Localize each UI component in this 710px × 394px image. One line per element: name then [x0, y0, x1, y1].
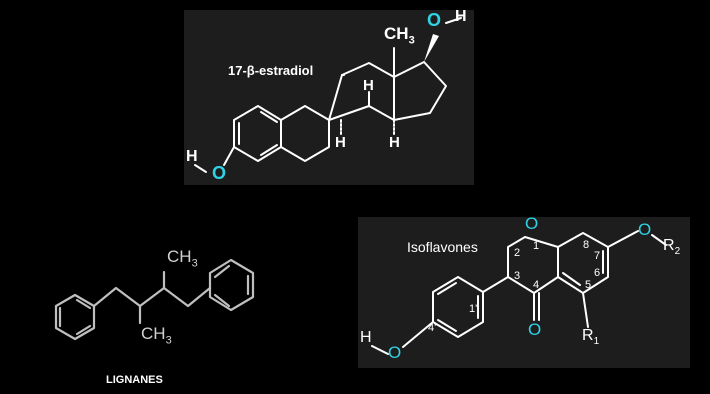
- phenol-bond: [223, 146, 235, 166]
- position-8: 8: [583, 239, 590, 251]
- position-5: 5: [585, 279, 592, 291]
- isoflavone-structure: [371, 230, 667, 355]
- ring-d: [393, 61, 447, 121]
- phenol-h-bond: [194, 164, 207, 173]
- position-4: 4: [533, 279, 540, 291]
- left-phenyl-ring: [54, 293, 96, 341]
- estradiol-title: 17-β-estradiol: [228, 63, 314, 78]
- lignane-methyl-top: CH3: [167, 247, 198, 270]
- estradiol-h-14: H: [389, 134, 400, 151]
- b-ring-oh-bond: [402, 321, 434, 348]
- estradiol-h-9: H: [335, 134, 346, 151]
- estradiol-panel: 17-β-estradiol CH3 O H O H H H H: [184, 8, 474, 185]
- position-1-prime: 1': [469, 303, 478, 315]
- estradiol-phenol-oxygen: O: [212, 163, 227, 183]
- isoflavones-title: Isoflavones: [407, 239, 478, 255]
- oh-wedge: [424, 34, 439, 62]
- isoflavone-panel: Isoflavones O O O O H R2 R1 1 2 3 4 5 6 …: [358, 214, 690, 368]
- isoflavone-r1-label: R1: [582, 327, 600, 348]
- estradiol-phenol-hydrogen: H: [186, 148, 198, 165]
- b-ring-link: [482, 276, 509, 293]
- estradiol-methyl-label: CH3: [384, 24, 415, 47]
- position-1: 1: [533, 240, 540, 252]
- lignane-panel: CH3 CH3 LIGNANES: [0, 215, 320, 394]
- estradiol-h-8: H: [363, 77, 374, 94]
- right-phenyl-ring: [208, 258, 255, 312]
- ring-c: [328, 62, 395, 121]
- position-4-prime: 4': [428, 322, 437, 334]
- position-2: 2: [514, 247, 521, 259]
- ring-b: [280, 105, 330, 162]
- position-6: 6: [594, 267, 601, 279]
- position-7: 7: [594, 250, 601, 262]
- isoflavone-ether-oxygen: O: [638, 220, 652, 239]
- isoflavone-carbonyl-oxygen: O: [528, 320, 542, 339]
- ether-bond: [607, 230, 639, 248]
- estradiol-structure: [194, 17, 462, 173]
- benzo-ring: [557, 232, 609, 294]
- ring-a-double-3: [260, 144, 278, 156]
- estradiol-hydroxyl-oxygen: O: [427, 10, 442, 30]
- lignane-structure: [54, 258, 255, 341]
- position-3: 3: [514, 270, 521, 282]
- isoflavone-hydroxyl-hydrogen: H: [360, 329, 372, 346]
- estradiol-hydroxyl-hydrogen: H: [455, 8, 467, 25]
- isoflavone-hydroxyl-oxygen: O: [388, 343, 402, 362]
- ring-a: [233, 105, 282, 162]
- lignane-chain: [92, 286, 212, 308]
- lignanes-title: LIGNANES: [106, 374, 163, 386]
- isoflavone-r2-label: R2: [663, 237, 681, 258]
- r1-bond: [582, 292, 589, 328]
- oh-h-bond: [445, 17, 462, 24]
- ring-a-double-2: [260, 111, 278, 123]
- isoflavone-ring-oxygen: O: [525, 214, 539, 233]
- lignane-methyl-bottom: CH3: [141, 324, 172, 347]
